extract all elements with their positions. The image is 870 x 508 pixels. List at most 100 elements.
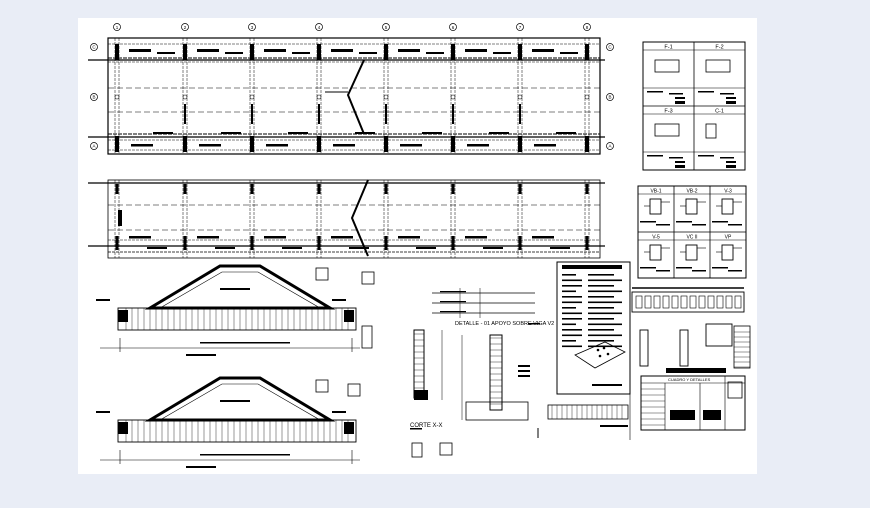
note-line bbox=[588, 334, 622, 337]
axis-bubble bbox=[516, 23, 524, 31]
column bbox=[451, 44, 455, 60]
column bbox=[183, 44, 187, 60]
note-line bbox=[562, 323, 576, 326]
axis-bubble bbox=[382, 23, 390, 31]
section-detail bbox=[347, 383, 361, 397]
column-mark bbox=[584, 94, 590, 100]
note bbox=[726, 101, 736, 104]
beam-label bbox=[465, 236, 487, 239]
note-line bbox=[562, 334, 582, 337]
note bbox=[656, 270, 670, 272]
note-line bbox=[562, 279, 582, 282]
note bbox=[712, 221, 728, 223]
note bbox=[640, 267, 656, 269]
note-line bbox=[588, 323, 622, 326]
note-line bbox=[562, 307, 576, 309]
axis-bubble bbox=[606, 142, 614, 150]
note-line bbox=[588, 290, 622, 293]
axis-bubble bbox=[113, 23, 121, 31]
beam-label bbox=[197, 49, 219, 52]
beam-section bbox=[649, 198, 662, 215]
beam-note bbox=[200, 454, 290, 456]
beam-label bbox=[355, 132, 375, 134]
beam-label bbox=[331, 236, 353, 239]
detail-fill bbox=[670, 410, 695, 420]
beam-label bbox=[359, 52, 377, 54]
axis-bubble bbox=[90, 142, 98, 150]
note bbox=[728, 270, 742, 272]
column bbox=[183, 136, 187, 152]
column bbox=[451, 136, 455, 152]
footing-section bbox=[465, 401, 529, 421]
axis-label-2: 2 bbox=[184, 25, 187, 30]
bolt bbox=[598, 354, 602, 358]
column bbox=[115, 184, 119, 194]
footing-strip bbox=[547, 404, 629, 420]
column bbox=[317, 184, 321, 194]
haunch-rebar bbox=[158, 271, 322, 309]
column bbox=[317, 236, 321, 250]
column bbox=[518, 136, 522, 152]
axis-bubble bbox=[90, 93, 98, 101]
beam-label bbox=[333, 144, 355, 147]
note bbox=[698, 155, 714, 157]
axis-label-A: A bbox=[608, 144, 611, 149]
column-section bbox=[489, 334, 503, 411]
axis-label-8: 8 bbox=[586, 25, 589, 30]
note bbox=[720, 93, 734, 95]
axis-bubble bbox=[583, 23, 591, 31]
column bbox=[585, 44, 589, 60]
plan-outline bbox=[107, 37, 601, 155]
note-line bbox=[562, 285, 582, 287]
note bbox=[656, 224, 670, 226]
footing-plan bbox=[705, 59, 731, 73]
beam-title-VB-1: VB-1 bbox=[650, 189, 661, 195]
note-line bbox=[588, 329, 614, 331]
note-line bbox=[562, 345, 582, 348]
column bbox=[518, 236, 522, 250]
beam-label bbox=[225, 52, 243, 54]
beam-label bbox=[221, 132, 241, 134]
beam-label bbox=[556, 132, 576, 134]
column bbox=[451, 236, 455, 250]
column bbox=[384, 44, 388, 60]
dimension-block bbox=[118, 210, 122, 226]
note bbox=[518, 375, 530, 377]
axis-label-3: 3 bbox=[251, 25, 254, 30]
note-line bbox=[588, 318, 614, 320]
support bbox=[344, 310, 354, 322]
beam-label bbox=[282, 247, 302, 249]
column bbox=[250, 184, 254, 194]
column bbox=[518, 184, 522, 194]
column bbox=[451, 184, 455, 194]
beam-label bbox=[129, 49, 151, 52]
beam-section bbox=[721, 244, 734, 261]
block bbox=[734, 295, 742, 309]
label bbox=[96, 411, 110, 413]
beam-label bbox=[264, 49, 286, 52]
column-mark bbox=[114, 94, 120, 100]
beam-label bbox=[197, 236, 219, 239]
column bbox=[519, 104, 521, 124]
block bbox=[698, 295, 706, 309]
note bbox=[698, 91, 714, 93]
block bbox=[662, 295, 670, 309]
note bbox=[676, 221, 692, 223]
note-line bbox=[588, 345, 622, 348]
beam-note bbox=[220, 288, 250, 290]
note-line bbox=[588, 340, 614, 342]
column-mark bbox=[182, 94, 188, 100]
note bbox=[712, 267, 728, 269]
roof-plan bbox=[88, 179, 605, 259]
axis-bubble bbox=[606, 43, 614, 51]
footing-title-F-3: F-3 bbox=[664, 109, 672, 115]
note-line bbox=[588, 274, 614, 276]
axis-label-4: 4 bbox=[318, 25, 321, 30]
column bbox=[384, 236, 388, 250]
support bbox=[118, 422, 128, 434]
axis-label-C: C bbox=[92, 45, 96, 50]
note bbox=[647, 91, 663, 93]
note bbox=[675, 97, 685, 99]
axis-label-6: 6 bbox=[452, 25, 455, 30]
